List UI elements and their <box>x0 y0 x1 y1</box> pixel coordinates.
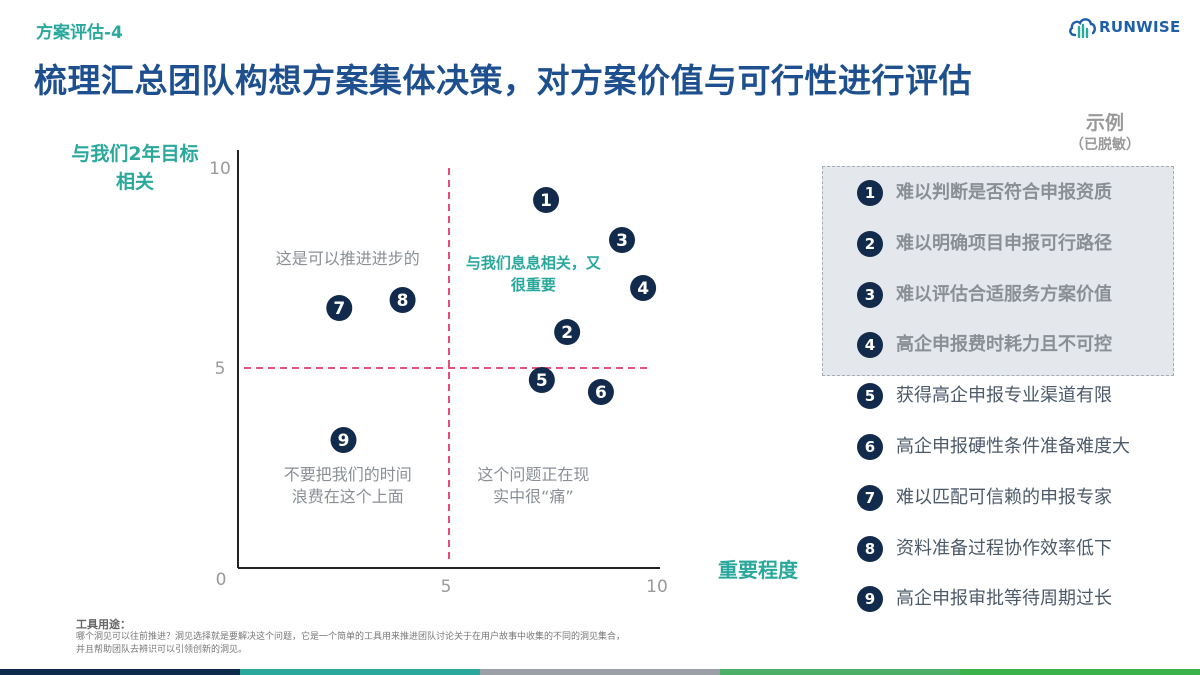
data-point-1 <box>533 187 560 213</box>
usage-line-1: 哪个洞见可以往前推进？洞见选择就是要解决这个问题，它是一个简单的工具用来推进团队… <box>76 632 626 642</box>
data-point-label-8: 8 <box>397 291 409 311</box>
quadrant-label-top-right: 与我们息息相关，又很重要 <box>466 254 602 294</box>
issue-item-4: 4 高企申报费时耗力且不可控 <box>857 332 1177 383</box>
issue-text: 难以评估合适服务方案价值 <box>896 283 1112 305</box>
data-point-label-6: 6 <box>595 383 607 403</box>
quadrant-label-line: 这个问题正在现 <box>477 465 589 484</box>
data-point-label-9: 9 <box>338 431 350 451</box>
data-point-6 <box>587 379 614 405</box>
issue-item-5: 5 获得高企申报专业渠道有限 <box>857 383 1177 434</box>
data-point-7 <box>326 295 353 321</box>
bottom-bar-segment <box>0 669 240 675</box>
data-point-label-5: 5 <box>536 371 548 391</box>
issue-item-8: 8 资料准备过程协作效率低下 <box>857 535 1177 587</box>
data-point-9 <box>330 427 357 453</box>
y-axis-title: 与我们2年目标相关 <box>71 143 199 193</box>
quadrant-label-line: 实中很“痛” <box>493 487 574 506</box>
issue-text: 资料准备过程协作效率低下 <box>896 537 1112 559</box>
bottom-bar-segment <box>480 669 720 675</box>
data-point-label-2: 2 <box>561 323 573 343</box>
issue-text: 高企申报审批等待周期过长 <box>896 588 1112 610</box>
x-tick-label: 5 <box>441 577 452 597</box>
issue-text: 高企申报费时耗力且不可控 <box>896 334 1112 356</box>
x-tick-label: 10 <box>646 577 668 597</box>
usage-text: 哪个洞见可以往前推进？洞见选择就是要解决这个问题，它是一个简单的工具用来推进团队… <box>76 631 716 657</box>
bottom-bar-segment <box>240 669 480 675</box>
bottom-bar-segment <box>960 669 1200 675</box>
issue-number-badge: 1 <box>857 180 883 206</box>
issue-number-badge: 4 <box>857 332 883 359</box>
y-tick-label: 10 <box>209 159 231 179</box>
issue-item-2: 2 难以明确项目申报可行路径 <box>857 230 1177 282</box>
origin-label: 0 <box>216 570 227 590</box>
issue-text: 高企申报硬性条件准备难度大 <box>896 435 1130 457</box>
data-point-label-4: 4 <box>637 279 649 299</box>
quadrant-label-line: 这是可以推进进步的 <box>276 249 420 268</box>
issue-text: 难以明确项目申报可行路径 <box>896 232 1112 254</box>
issue-number-badge: 3 <box>857 281 883 308</box>
data-point-label-7: 7 <box>333 299 345 319</box>
quadrant-label-bottom-right: 这个问题正在现实中很“痛” <box>477 465 589 506</box>
issue-text: 难以判断是否符合申报资质 <box>896 182 1112 203</box>
quadrant-label-bottom-left: 不要把我们的时间浪费在这个上面 <box>284 465 412 506</box>
quadrant-label-line: 不要把我们的时间 <box>284 465 412 484</box>
issue-item-7: 7 难以匹配可信赖的申报专家 <box>857 484 1177 536</box>
example-subtitle: （已脱敏） <box>1070 137 1140 153</box>
issue-text: 难以匹配可信赖的申报专家 <box>896 486 1112 508</box>
bottom-color-bar <box>0 669 1200 675</box>
quadrant-label-line: 很重要 <box>510 276 556 294</box>
brand-logo: RUNWISE <box>1068 12 1192 42</box>
data-point-4 <box>630 275 657 301</box>
usage-line-2: 并且帮助团队去辨识可以引领创新的洞见。 <box>76 645 248 655</box>
issue-item-6: 6 高企申报硬性条件准备难度大 <box>857 433 1177 485</box>
issue-item-3: 3 难以评估合适服务方案价值 <box>857 281 1177 333</box>
issue-text: 获得高企申报专业渠道有限 <box>896 385 1112 407</box>
page-title: 梳理汇总团队构想方案集体决策，对方案价值与可行性进行评估 <box>34 61 972 100</box>
brand-name: RUNWISE <box>1099 18 1181 36</box>
issue-number-badge: 2 <box>857 230 883 257</box>
example-title: 示例 <box>1085 112 1124 134</box>
quadrant-label-top-left: 这是可以推进进步的 <box>276 249 420 268</box>
data-point-5 <box>528 367 555 393</box>
bottom-bar-segment <box>720 669 960 675</box>
issue-number-badge: 8 <box>857 535 883 562</box>
issue-item-1: 1 难以判断是否符合申报资质 <box>857 180 1177 231</box>
issue-item-9: 9 高企申报审批等待周期过长 <box>857 586 1177 637</box>
quadrant-label-line: 与我们息息相关，又 <box>466 254 602 272</box>
issue-list: 1 难以判断是否符合申报资质 2 难以明确项目申报可行路径 3 难以评估合适服务方案价值 4… <box>857 180 1177 637</box>
x-axis-title: 重要程度 <box>718 558 798 582</box>
y-tick-label: 5 <box>215 359 226 379</box>
data-point-label-3: 3 <box>616 231 628 251</box>
issue-number-badge: 5 <box>857 383 883 410</box>
data-point-label-1: 1 <box>540 191 552 211</box>
quadrant-label-line: 浪费在这个上面 <box>292 487 404 506</box>
section-tag: 方案评估-4 <box>36 23 123 43</box>
data-point-8 <box>389 287 416 313</box>
issue-number-badge: 9 <box>857 586 883 613</box>
issue-number-badge: 7 <box>857 484 883 511</box>
data-point-3 <box>609 227 636 253</box>
cloud-logo-icon <box>1069 18 1096 39</box>
data-point-2 <box>554 319 581 345</box>
issue-number-badge: 6 <box>857 433 883 460</box>
usage-title: 工具用途： <box>76 618 131 631</box>
